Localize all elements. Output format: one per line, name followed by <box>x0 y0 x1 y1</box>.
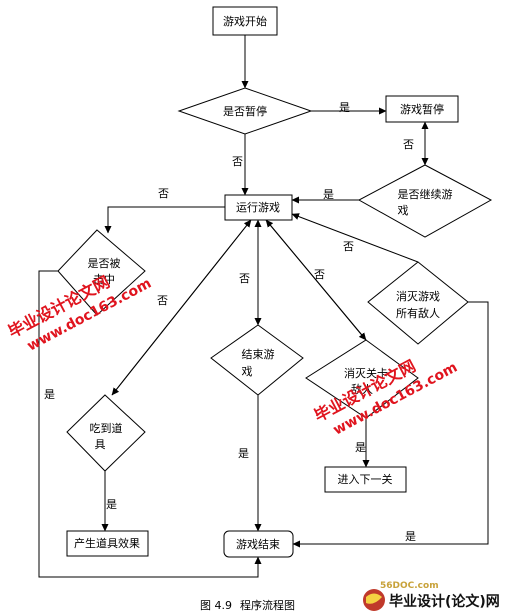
corner-logo-url: 56DOC.com <box>380 581 439 591</box>
decision-kill-all-label-1: 消灭游戏 <box>396 289 440 303</box>
decision-kill-level: 消灭关卡 敌人 <box>305 339 419 419</box>
label-killlevel-yes: 是 <box>355 441 366 454</box>
decision-end: 结束游 戏 <box>210 324 304 396</box>
label-killlevel-no: 否 <box>314 268 325 281</box>
label-item-yes: 是 <box>106 498 117 511</box>
edge-killall-run <box>291 213 419 263</box>
node-game-over-label: 游戏结束 <box>236 538 280 551</box>
decision-item: 吃到道 具 <box>66 394 146 472</box>
decision-end-label-1: 结束游 <box>242 348 275 361</box>
decision-kill-level-label-1: 消灭关卡 <box>344 366 388 380</box>
decision-kill-all: 消灭游戏 所有敌人 <box>367 261 469 345</box>
label-pausebox-no: 否 <box>403 138 414 151</box>
label-pause-yes: 是 <box>339 101 350 114</box>
decision-continue-label-1: 是否继续游 <box>398 187 453 201</box>
node-start: 游戏开始 <box>212 6 278 36</box>
corner-logo-brand: 毕业设计(论文)网 <box>389 593 500 610</box>
decision-item-label-1: 吃到道 <box>90 421 123 435</box>
label-hit-no: 否 <box>158 187 169 200</box>
decision-kill-level-label-2: 敌人 <box>351 382 373 396</box>
decision-end-label-2: 戏 <box>242 365 253 378</box>
label-pause-no: 否 <box>232 155 243 168</box>
label-item-no: 否 <box>157 294 168 307</box>
decision-continue-label-2: 戏 <box>398 204 409 217</box>
caption-text: 程序流程图 <box>240 598 295 612</box>
decision-kill-all-label-2: 所有敌人 <box>396 306 440 320</box>
decision-hit-label-1: 是否被 <box>88 257 121 270</box>
edge-run-item-back <box>111 219 252 396</box>
decision-hit-label-2: 击中 <box>93 273 115 286</box>
node-run-label: 运行游戏 <box>236 201 280 214</box>
node-pause: 游戏暂停 <box>385 95 459 123</box>
label-killall-no: 否 <box>343 240 354 253</box>
node-pause-label: 游戏暂停 <box>400 102 444 116</box>
label-hit-yes: 是 <box>44 388 55 401</box>
figure-caption: 图 4.9 程序流程图 <box>200 598 295 612</box>
label-end-yes: 是 <box>238 447 249 460</box>
decision-item-label-2: 具 <box>95 438 106 451</box>
node-start-label: 游戏开始 <box>223 14 267 28</box>
corner-logo: 56DOC.com 毕业设计(论文)网 <box>363 581 500 611</box>
node-game-over: 游戏结束 <box>223 530 294 558</box>
node-item-effect-label: 产生道具效果 <box>74 536 140 550</box>
edge-killall-yes <box>292 301 489 548</box>
edge-hit-no <box>104 206 225 234</box>
decision-pause-label: 是否暂停 <box>223 104 267 118</box>
decision-pause: 是否暂停 <box>177 87 313 135</box>
node-run: 运行游戏 <box>224 194 293 221</box>
decision-hit: 是否被 击中 <box>57 229 146 316</box>
label-continue-yes: 是 <box>323 188 334 201</box>
node-item-effect: 产生道具效果 <box>66 530 149 557</box>
globe-icon-highlight <box>366 593 382 604</box>
decision-continue: 是否继续游 戏 <box>357 164 493 238</box>
caption-number: 图 4.9 <box>200 599 232 612</box>
label-end-no: 否 <box>239 272 250 285</box>
label-killall-yes: 是 <box>405 530 416 543</box>
node-next-level-label: 进入下一关 <box>338 472 393 486</box>
node-next-level: 进入下一关 <box>324 466 407 493</box>
edge-killlevel-run <box>265 219 367 341</box>
edge-hit-yes <box>38 270 262 578</box>
